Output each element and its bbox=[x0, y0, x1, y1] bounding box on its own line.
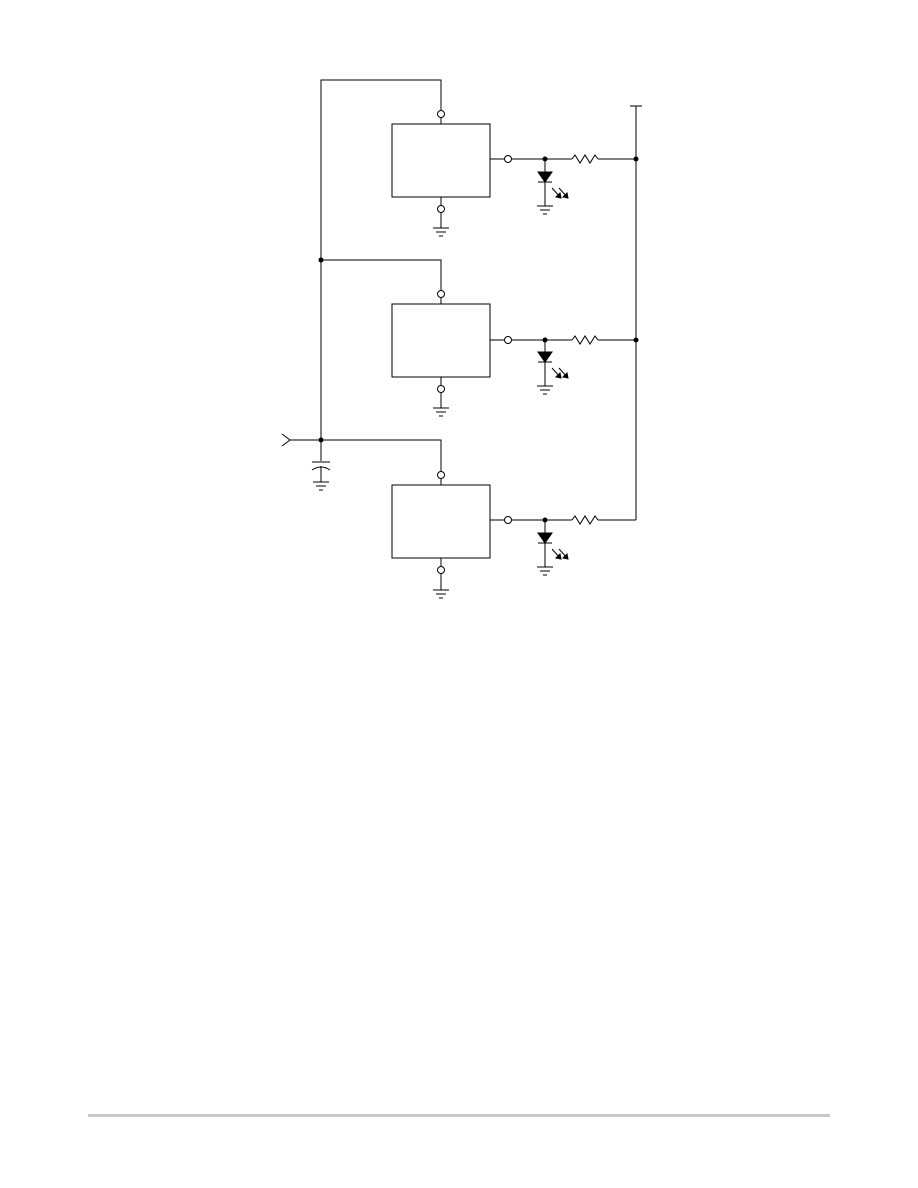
resistor bbox=[571, 515, 599, 525]
input-bus bbox=[290, 79, 442, 471]
ic-block bbox=[391, 303, 491, 378]
ground-symbol bbox=[433, 589, 449, 599]
ic-ground-pin bbox=[437, 566, 445, 574]
led bbox=[537, 520, 569, 567]
ic-output-pin bbox=[504, 516, 512, 524]
channel-3 bbox=[391, 471, 636, 599]
ground-symbol bbox=[433, 227, 449, 237]
ic-output-pin bbox=[504, 336, 512, 344]
led bbox=[537, 159, 569, 206]
ic-ground-pin bbox=[437, 385, 445, 393]
led bbox=[537, 340, 569, 386]
ic-output-pin bbox=[504, 155, 512, 163]
supply-rail bbox=[630, 105, 642, 520]
ic-input-pin bbox=[437, 471, 445, 479]
ground-symbol bbox=[313, 481, 329, 491]
ground-symbol bbox=[537, 385, 553, 395]
channel-1 bbox=[391, 110, 636, 237]
resistor bbox=[571, 154, 599, 164]
bus-junction bbox=[318, 257, 324, 263]
input-terminal-arrow bbox=[281, 433, 291, 447]
input-capacitor bbox=[311, 440, 331, 482]
light-emission-arrows bbox=[551, 187, 569, 199]
ic-block bbox=[391, 484, 491, 559]
light-emission-arrows bbox=[551, 367, 569, 379]
light-emission-arrows bbox=[551, 548, 569, 560]
ground-symbol bbox=[537, 566, 553, 576]
ic-input-pin bbox=[437, 110, 445, 118]
ic-ground-pin bbox=[437, 205, 445, 213]
resistor bbox=[571, 335, 599, 345]
ground-symbol bbox=[537, 205, 553, 215]
ground-symbol bbox=[433, 407, 449, 417]
ic-input-pin bbox=[437, 290, 445, 298]
ic-block bbox=[391, 123, 491, 198]
footer-rule bbox=[88, 1114, 830, 1117]
channel-2 bbox=[391, 290, 636, 417]
